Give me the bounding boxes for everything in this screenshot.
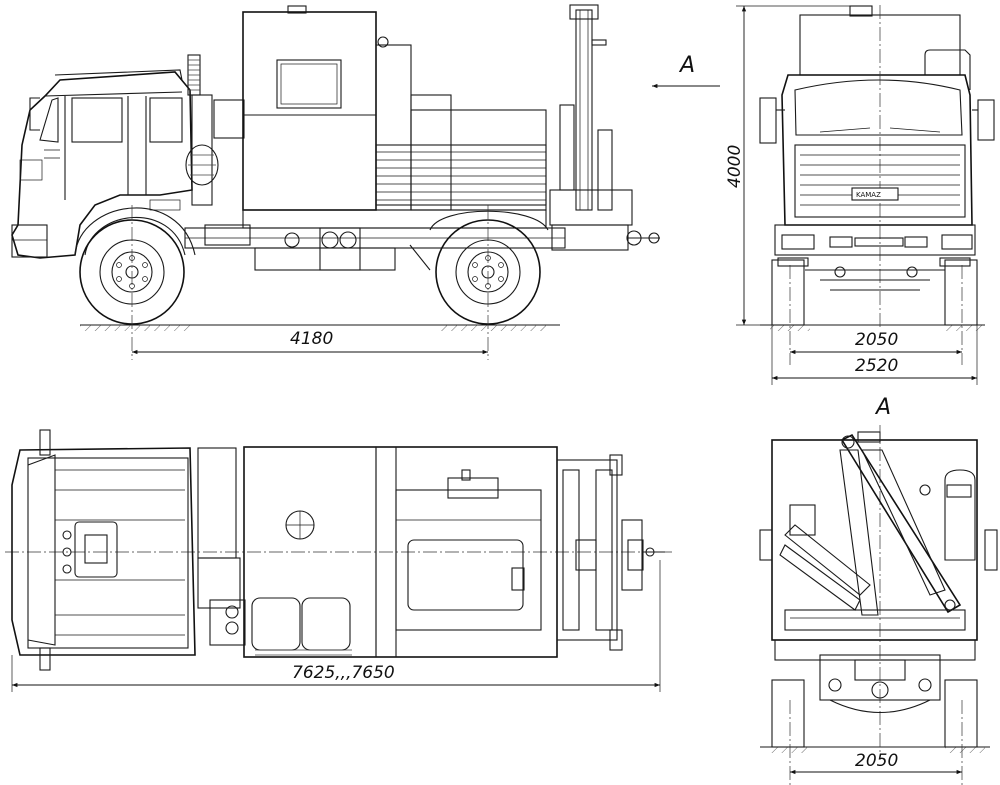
- rear-view: A: [759, 395, 998, 785]
- height-value: 4000: [725, 145, 745, 188]
- dim-width: 2520: [771, 325, 978, 385]
- side-view: 4180 A: [11, 4, 720, 360]
- track-rear-value: 2050: [855, 751, 898, 771]
- body-top: [243, 446, 558, 658]
- dim-length: 7625,,,7650: [11, 560, 661, 692]
- crane-folded: [549, 4, 660, 251]
- crane-rear: [779, 433, 962, 616]
- cargo-body: [242, 5, 547, 229]
- top-view: 7625,,,7650: [5, 429, 672, 692]
- front-view: KAMAZ 4000: [725, 5, 995, 385]
- view-a-label-top: A: [678, 53, 695, 78]
- view-a-label-rear: A: [874, 395, 891, 420]
- brand-badge: KAMAZ: [856, 191, 881, 199]
- wheelbase-value: 4180: [290, 329, 333, 349]
- width-value: 2520: [855, 356, 898, 376]
- track-front-value: 2050: [855, 330, 898, 350]
- crane-top: [556, 454, 665, 651]
- dim-track-rear: 2050: [790, 751, 962, 775]
- cab-top: [11, 429, 196, 671]
- dim-height: 4000: [725, 5, 855, 326]
- cab-front: KAMAZ: [759, 5, 995, 330]
- dim-track-front: 2050: [790, 330, 962, 355]
- length-value: 7625,,,7650: [292, 663, 395, 683]
- view-a-arrow: A: [652, 53, 720, 89]
- dim-wheelbase: 4180: [132, 329, 488, 355]
- cab: [11, 54, 245, 259]
- side-ground: [80, 324, 560, 331]
